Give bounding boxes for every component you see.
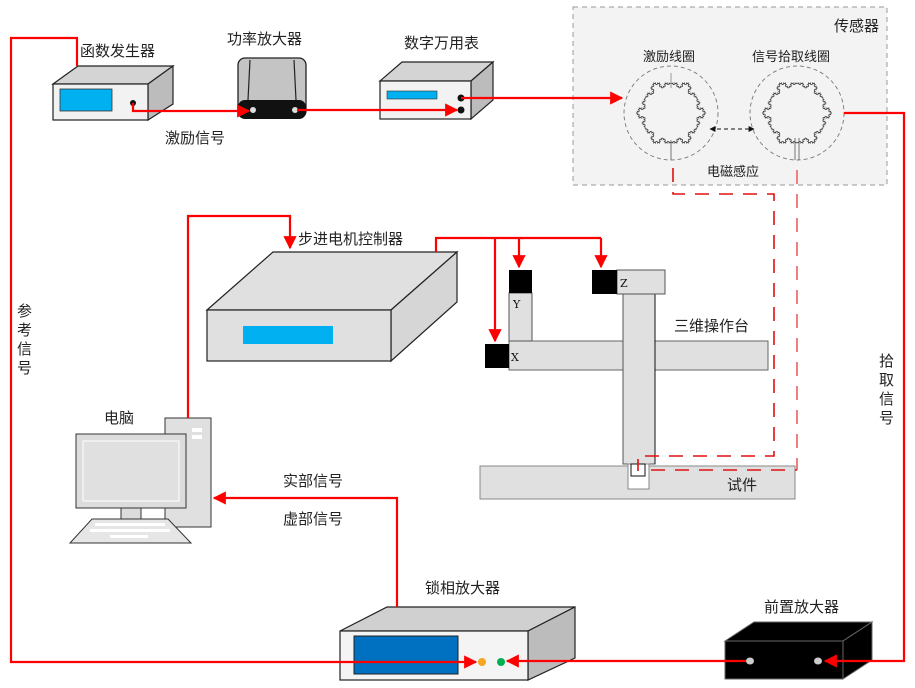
vertical-char: 信 (879, 390, 894, 408)
vertical-char: 参 (17, 302, 32, 320)
smc-display (243, 326, 333, 344)
axis-y-label: Y (512, 298, 521, 311)
svg-text:参考信号: 参考信号 (17, 302, 32, 377)
power-amplifier[interactable]: 功率放大器 (227, 30, 307, 119)
excitation-coil-label: 激励线圈 (643, 50, 695, 65)
motor-z[interactable] (592, 270, 617, 294)
lia-display (353, 635, 459, 675)
svg-text:拾取信号: 拾取信号 (879, 352, 894, 427)
dmm-port-in[interactable] (457, 106, 465, 114)
power-amplifier-label: 功率放大器 (227, 30, 302, 48)
preamp-output-port[interactable] (746, 657, 754, 665)
specimen-label: 试件 (727, 476, 757, 494)
lia-signal-port[interactable] (497, 658, 505, 666)
excitation-coil (623, 65, 719, 161)
vertical-char: 取 (879, 371, 894, 389)
sensor-frame (572, 6, 888, 186)
computer[interactable]: 电脑 (68, 409, 212, 544)
function-generator[interactable]: 函数发生器 (51, 42, 175, 122)
wire-pickup (823, 111, 906, 668)
real-signal-label: 实部信号 (283, 472, 343, 490)
pickup-signal-vertical-label: 拾取信号 (879, 352, 894, 427)
preamplifier-label: 前置放大器 (764, 598, 839, 616)
stage-label: 三维操作台 (674, 317, 749, 335)
preamp-input-port[interactable] (814, 657, 822, 665)
lockin-amplifier-label: 锁相放大器 (425, 579, 500, 597)
stepper-controller-label: 步进电机控制器 (298, 230, 403, 248)
axis-x-label: X (511, 351, 519, 364)
axis-z-label: Z (620, 277, 628, 290)
three-axis-stage[interactable]: 试件 X Y Z 三维操作台 (479, 269, 796, 500)
sensor-title: 传感器 (834, 17, 879, 35)
coupling-label: 电磁感应 (707, 164, 759, 180)
pa-output-port[interactable] (292, 107, 298, 113)
wire-reference (9, 36, 478, 669)
excitation-signal-label: 激励信号 (165, 129, 225, 147)
fg-display (59, 88, 113, 112)
motor-y[interactable] (509, 270, 532, 293)
digital-multimeter[interactable]: 数字万用表 (378, 34, 495, 121)
lockin-amplifier[interactable]: 锁相放大器 (339, 579, 576, 681)
vertical-char: 信 (17, 340, 32, 358)
pickup-coil-label: 信号拾取线圈 (752, 50, 830, 65)
multimeter-label: 数字万用表 (404, 34, 479, 52)
wire-lockin-to-pc (212, 491, 399, 607)
reference-signal-vertical-label: 参考信号 (17, 302, 32, 377)
motor-x[interactable] (485, 344, 509, 368)
pa-input-port[interactable] (250, 107, 256, 113)
computer-label: 电脑 (104, 409, 134, 427)
wire-pc-to-smc (186, 214, 297, 418)
vertical-char: 号 (879, 409, 894, 427)
vertical-char: 考 (17, 321, 32, 339)
preamplifier[interactable]: 前置放大器 (723, 598, 874, 680)
lia-reference-port[interactable] (478, 658, 486, 666)
function-generator-label: 函数发生器 (80, 42, 155, 60)
vertical-char: 号 (17, 359, 32, 377)
wire-smc-to-motors (434, 236, 601, 252)
dmm-display (386, 90, 438, 100)
sensor-group: 传感器 激励线圈 信号拾取线圈 电磁感应 (572, 6, 888, 186)
imaginary-signal-label: 虚部信号 (283, 510, 343, 528)
stepper-motor-controller[interactable]: 步进电机控制器 (205, 230, 459, 363)
vertical-char: 拾 (879, 352, 894, 370)
wire-fg-to-pa (131, 103, 251, 118)
